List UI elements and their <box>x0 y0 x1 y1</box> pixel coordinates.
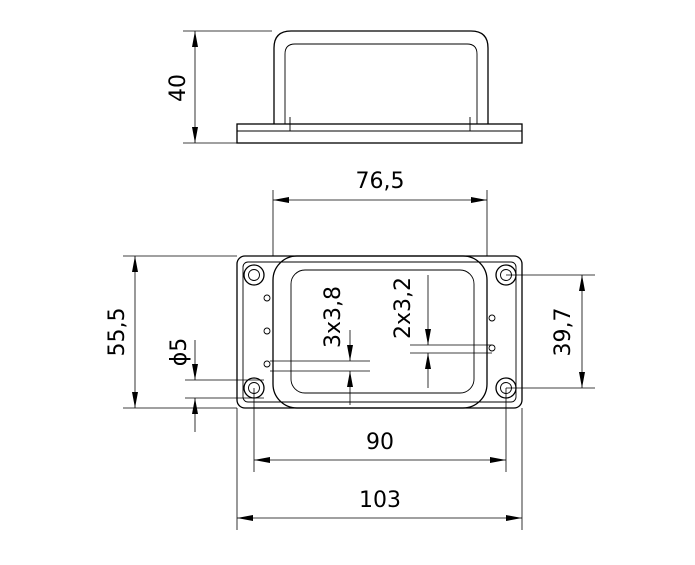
side-view <box>236 30 523 144</box>
housing-outer <box>272 255 488 409</box>
dimension-overall-width-label: 103 <box>359 488 401 513</box>
dimension-body-height <box>123 255 237 409</box>
dimension-hole-pitch-bottom-label: 90 <box>366 430 394 455</box>
base-plate-outer <box>236 255 523 409</box>
side-view-flange <box>236 123 523 144</box>
pin-left-1 <box>263 294 271 302</box>
mounting-hole-top-left <box>243 264 265 286</box>
dimension-hole-pitch-vertical <box>506 274 595 389</box>
top-view <box>236 255 523 409</box>
dimension-pin-pitch-right-label: 2x3,2 <box>391 277 416 339</box>
pin-right-2 <box>488 344 496 352</box>
side-view-handle-outer <box>273 30 489 124</box>
dimension-pin-pitch-left-label: 3x3,8 <box>321 286 346 348</box>
dimension-body-height-label: 55,5 <box>105 308 130 357</box>
dimension-hole-pitch-bottom <box>253 388 507 472</box>
dimension-pin-pitch-right <box>410 275 492 388</box>
dimension-hole-pitch-vertical-label: 39,7 <box>551 308 576 357</box>
dimension-hole-pitch-top <box>272 190 488 256</box>
housing-inner <box>290 269 475 394</box>
dimension-overall-width <box>236 408 523 530</box>
dimension-height <box>183 30 272 144</box>
dimension-height-label: 40 <box>166 74 191 102</box>
pin-left-2 <box>263 327 271 335</box>
pin-right-1 <box>488 314 496 322</box>
pin-left-3 <box>263 360 271 368</box>
dimension-hole-diameter-label: ϕ5 <box>167 338 192 367</box>
base-plate-inner <box>242 261 517 403</box>
dimension-hole-pitch-top-label: 76,5 <box>356 169 405 194</box>
dimension-hole-diameter <box>185 340 264 432</box>
dimension-pin-pitch-left <box>270 330 370 405</box>
side-view-handle-inner <box>284 43 478 124</box>
